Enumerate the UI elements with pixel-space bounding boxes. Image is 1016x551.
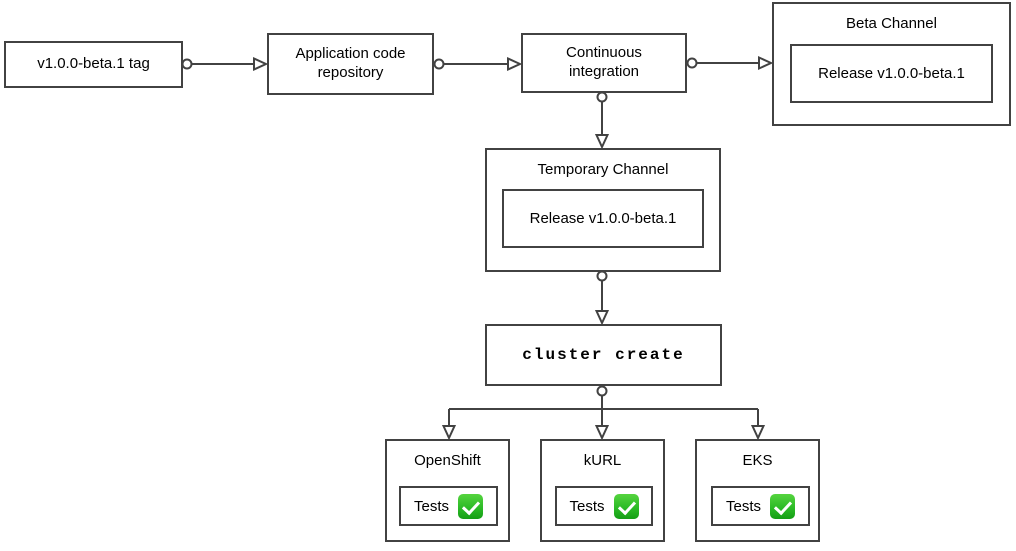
node-application-code-repository: Application code repository [267, 33, 434, 95]
edge-ci-to-beta-channel [686, 55, 774, 71]
group-platform-openshift: OpenShift Tests [385, 439, 510, 542]
openshift-title: OpenShift [414, 452, 481, 469]
beta-channel-title: Beta Channel [846, 15, 937, 32]
kurl-title: kURL [583, 452, 622, 469]
node-temporary-release: Release v1.0.0-beta.1 [502, 189, 704, 248]
check-mark-button-icon [613, 493, 639, 519]
version-tag-label: v1.0.0-beta.1 tag [37, 55, 150, 73]
group-temporary-channel: Temporary Channel Release v1.0.0-beta.1 [485, 148, 721, 272]
temporary-channel-title: Temporary Channel [537, 161, 669, 178]
edge-repo-to-ci [433, 56, 523, 72]
edge-ci-to-temporary-channel [594, 91, 610, 150]
openshift-tests-label: Tests [413, 497, 449, 515]
beta-release-label: Release v1.0.0-beta.1 [818, 65, 965, 82]
node-kurl-tests: Tests [555, 486, 653, 526]
node-openshift-tests: Tests [399, 486, 498, 526]
cluster-create-label: cluster create [522, 346, 685, 364]
edge-cluster-create-to-platforms [441, 385, 766, 441]
application-code-repository-label: Application code repository [295, 45, 406, 81]
node-cluster-create: cluster create [485, 324, 722, 386]
continuous-integration-label: Continuous integration [566, 44, 642, 80]
eks-tests-label: Tests [725, 497, 761, 515]
group-beta-channel: Beta Channel Release v1.0.0-beta.1 [772, 2, 1011, 126]
check-mark-button-icon [770, 493, 795, 519]
node-version-tag: v1.0.0-beta.1 tag [4, 41, 183, 88]
node-continuous-integration: Continuous integration [521, 33, 687, 93]
node-eks-tests: Tests [711, 486, 810, 526]
edge-tag-to-repo [181, 56, 269, 72]
temporary-release-label: Release v1.0.0-beta.1 [529, 210, 677, 227]
check-mark-button-icon [458, 493, 483, 519]
group-platform-kurl: kURL Tests [540, 439, 665, 542]
kurl-tests-label: Tests [569, 497, 605, 515]
node-beta-release: Release v1.0.0-beta.1 [790, 44, 993, 103]
group-platform-eks: EKS Tests [695, 439, 820, 542]
edge-temporary-channel-to-cluster-create [594, 270, 610, 326]
eks-title: EKS [742, 452, 773, 469]
